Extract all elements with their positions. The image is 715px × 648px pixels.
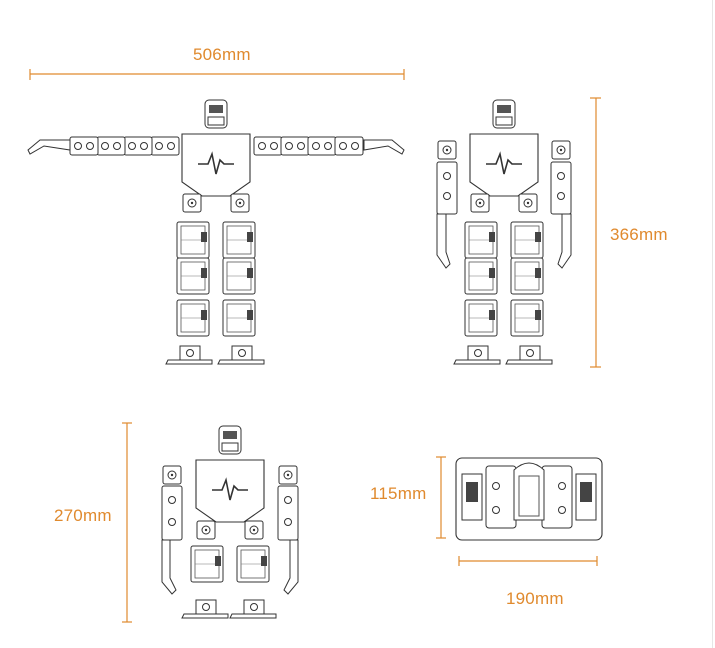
standing-front-view bbox=[436, 97, 601, 368]
dim-line-height-right bbox=[590, 97, 601, 368]
folded-top-view bbox=[436, 456, 603, 566]
dim-line-width-top bbox=[29, 69, 405, 80]
right-edge-divider bbox=[712, 0, 713, 648]
label-crouch-height: 270mm bbox=[54, 506, 112, 525]
label-standing-height: 366mm bbox=[610, 225, 668, 244]
dim-line-folded-width bbox=[458, 556, 598, 566]
dim-line-height-left bbox=[122, 422, 132, 623]
dim-line-folded-height bbox=[436, 456, 446, 539]
label-folded-width: 190mm bbox=[506, 589, 564, 608]
label-arms-out-width: 506mm bbox=[193, 45, 251, 64]
label-folded-height: 115mm bbox=[370, 484, 427, 503]
crouched-front-view bbox=[122, 422, 299, 623]
arms-spread-front-view bbox=[27, 69, 405, 365]
